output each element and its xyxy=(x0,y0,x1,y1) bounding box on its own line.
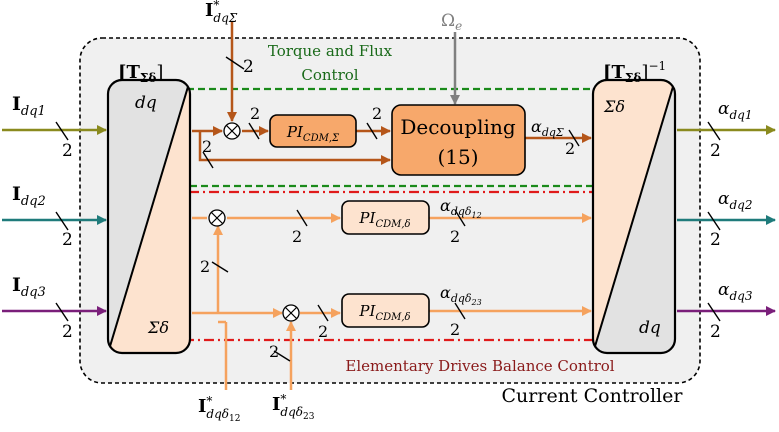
decoupling-label-line2: (15) xyxy=(437,145,478,169)
svg-text:2: 2 xyxy=(565,139,575,158)
bus-width-marker: 2 xyxy=(202,137,214,169)
bus-width-marker: 2 xyxy=(366,104,382,140)
svg-text:2: 2 xyxy=(292,227,302,246)
pi-delta-block-2 xyxy=(341,293,430,328)
svg-text:2: 2 xyxy=(62,230,73,250)
input-label-3: Idq3 xyxy=(12,274,46,300)
decoupling-label-line1: Decoupling xyxy=(400,115,515,139)
alpha-delta23-label: αdqδ23 xyxy=(440,283,482,307)
bus-width-marker: 2 xyxy=(248,104,260,140)
output-label-2: αdq2 xyxy=(718,189,752,212)
svg-text:2: 2 xyxy=(450,320,460,339)
torque-flux-label-line1: Torque and Flux xyxy=(268,42,393,60)
alpha-sigma-label: αdqΣ xyxy=(531,117,564,139)
forward-transform-block xyxy=(106,78,192,355)
delta12-reference-label: I*dqδ12 xyxy=(198,394,240,424)
bus-width-marker: 2 xyxy=(269,342,291,362)
svg-text:2: 2 xyxy=(200,257,210,276)
svg-text:2: 2 xyxy=(318,322,328,341)
svg-text:2: 2 xyxy=(62,141,73,161)
inverse-transform-bottom-label: dq xyxy=(639,318,661,338)
bus-width-marker: 2 xyxy=(450,302,466,339)
bus-width-marker: 2 xyxy=(707,121,721,161)
bus-width-marker: 2 xyxy=(200,257,229,276)
bus-width-marker: 2 xyxy=(565,129,580,158)
svg-text:2: 2 xyxy=(269,342,279,361)
inverse-transform-top-label: Σδ xyxy=(603,97,625,116)
forward-transform-top-label: dq xyxy=(135,93,157,113)
pi-delta-label-2: PICDM,δ xyxy=(358,302,410,323)
bus-width-marker: 2 xyxy=(450,209,466,246)
inverse-transform-title: [TΣδ]−1 xyxy=(603,59,666,85)
bus-width-marker: 2 xyxy=(55,211,73,250)
bus-width-markers: 2 2 2 2 2 2 2 2 2 2 2 2 2 2 2 2 2 xyxy=(55,56,721,362)
bus-width-marker: 2 xyxy=(225,56,254,77)
balance-label: Elementary Drives Balance Control xyxy=(345,357,614,375)
torque-flux-label-line2: Control xyxy=(301,66,358,84)
bus-width-marker: 2 xyxy=(317,304,329,341)
bus-width-marker: 2 xyxy=(55,302,73,342)
alpha-delta12-label: αdqδ12 xyxy=(440,196,482,220)
omega-label: Ωe xyxy=(441,11,462,33)
svg-text:2: 2 xyxy=(710,230,721,250)
svg-text:2: 2 xyxy=(372,104,382,123)
bus-width-marker: 2 xyxy=(292,209,308,246)
svg-text:2: 2 xyxy=(710,322,721,342)
decoupling-block xyxy=(391,104,526,176)
output-label-3: αdq3 xyxy=(718,280,753,303)
output-label-1: αdq1 xyxy=(718,99,752,122)
pi-sigma-block xyxy=(269,114,357,148)
svg-text:2: 2 xyxy=(62,322,73,342)
svg-text:2: 2 xyxy=(250,104,260,123)
sigma-bypass-path xyxy=(198,131,391,165)
inverse-transform-block xyxy=(591,78,677,355)
pi-delta-block-1 xyxy=(341,200,430,235)
sigma-reference-label: I*dqΣ xyxy=(205,0,238,25)
bus-width-marker: 2 xyxy=(707,302,721,342)
pi-delta-label-1: PICDM,δ xyxy=(358,209,410,230)
pi-sigma-label: PICDM,Σ xyxy=(286,123,340,144)
bus-width-marker: 2 xyxy=(707,211,721,250)
input-label-2: Idq2 xyxy=(12,183,46,209)
svg-text:2: 2 xyxy=(710,141,721,161)
svg-text:2: 2 xyxy=(243,57,254,77)
forward-transform-title: [TΣδ] xyxy=(118,62,163,85)
delta23-reference-label: I*dqδ23 xyxy=(272,392,315,422)
input-label-1: Idq1 xyxy=(12,93,46,119)
svg-text:2: 2 xyxy=(202,137,212,156)
container-label: Current Controller xyxy=(502,385,684,407)
bus-width-marker: 2 xyxy=(55,121,73,161)
forward-transform-bottom-label: Σδ xyxy=(147,318,169,337)
svg-text:2: 2 xyxy=(450,227,460,246)
